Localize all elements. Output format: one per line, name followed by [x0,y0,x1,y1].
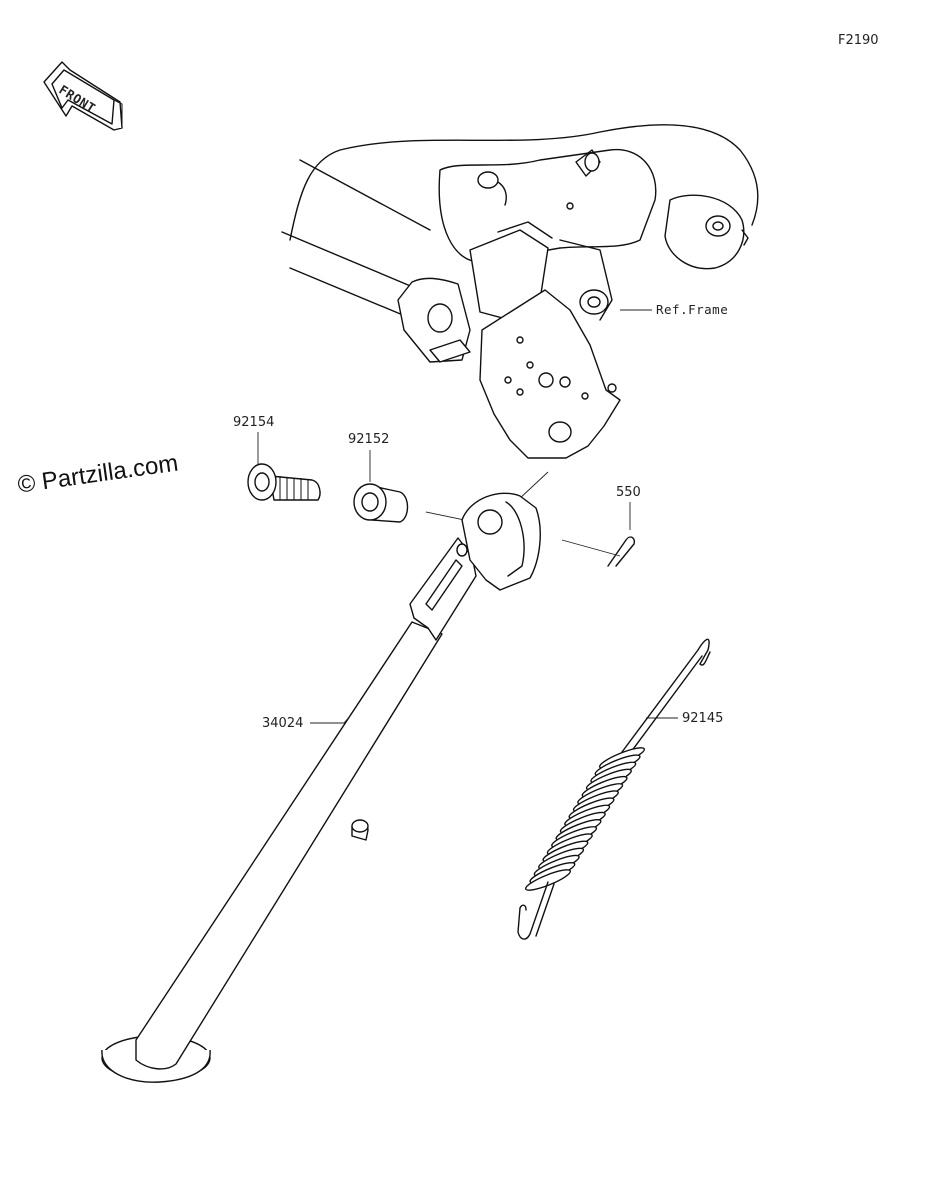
callout-ref-frame: Ref.Frame [656,302,728,317]
bolt-part [247,463,321,501]
cotter-pin-part [607,536,636,567]
side-stand-part [101,492,541,1083]
collar-part [353,483,409,523]
frame-reference [281,124,759,459]
spring-part [517,638,711,940]
front-arrow-icon [43,61,123,131]
callout-cotter-pin: 550 [616,485,641,500]
diagram-code: F2190 [838,33,879,48]
callout-collar: 92152 [348,432,389,447]
callout-side-stand: 34024 [262,716,303,731]
callout-spring: 92145 [682,711,723,726]
spring-coil [524,869,572,891]
callout-bolt: 92154 [233,415,274,430]
